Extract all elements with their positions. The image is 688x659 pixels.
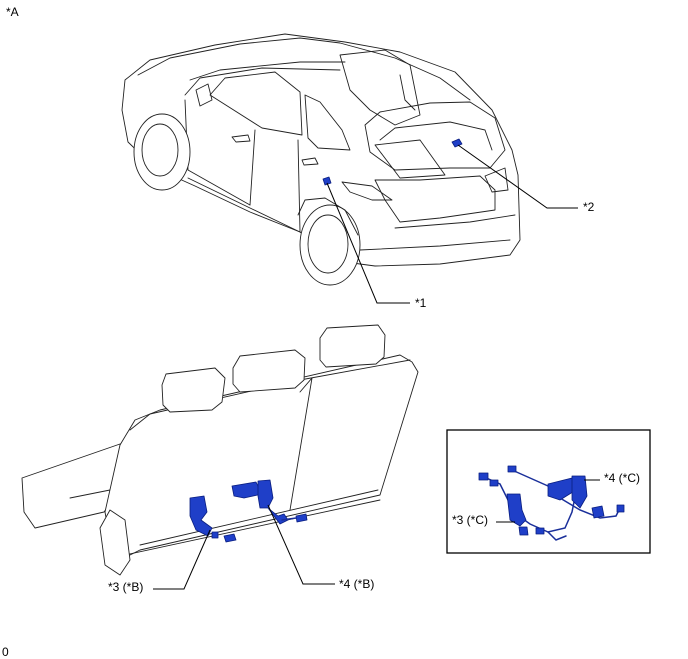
inset-detail-frame: [446, 429, 651, 554]
callout-part2: *2: [583, 200, 595, 214]
part4-c-component: [547, 475, 625, 519]
callout-part3-b: *3 (*B): [108, 580, 144, 594]
leader-line-part4-b: [267, 504, 335, 585]
vehicle-illustration: [121, 33, 521, 286]
callout-part4-b: *4 (*B): [339, 577, 375, 591]
inset-connectors: [478, 465, 517, 487]
leader-line-part1: [326, 182, 410, 304]
callout-part4-c: *4 (*C): [604, 471, 641, 485]
inset-wire-harness: [483, 469, 621, 541]
leader-line-part2: [457, 144, 578, 209]
rear-seat-illustration: [21, 324, 419, 576]
part4-b-component: [231, 479, 308, 525]
callout-part3-c: *3 (*C): [452, 513, 489, 527]
footer-code: 0: [2, 645, 9, 659]
part2-location-marker: [451, 138, 463, 148]
part3-c-component: [506, 493, 545, 536]
leader-line-part3-b: [153, 529, 211, 590]
callout-part1: *1: [415, 296, 427, 310]
view-label: *A: [6, 5, 19, 19]
part1-location-marker: [322, 176, 332, 186]
part3-b-component: [189, 495, 237, 543]
